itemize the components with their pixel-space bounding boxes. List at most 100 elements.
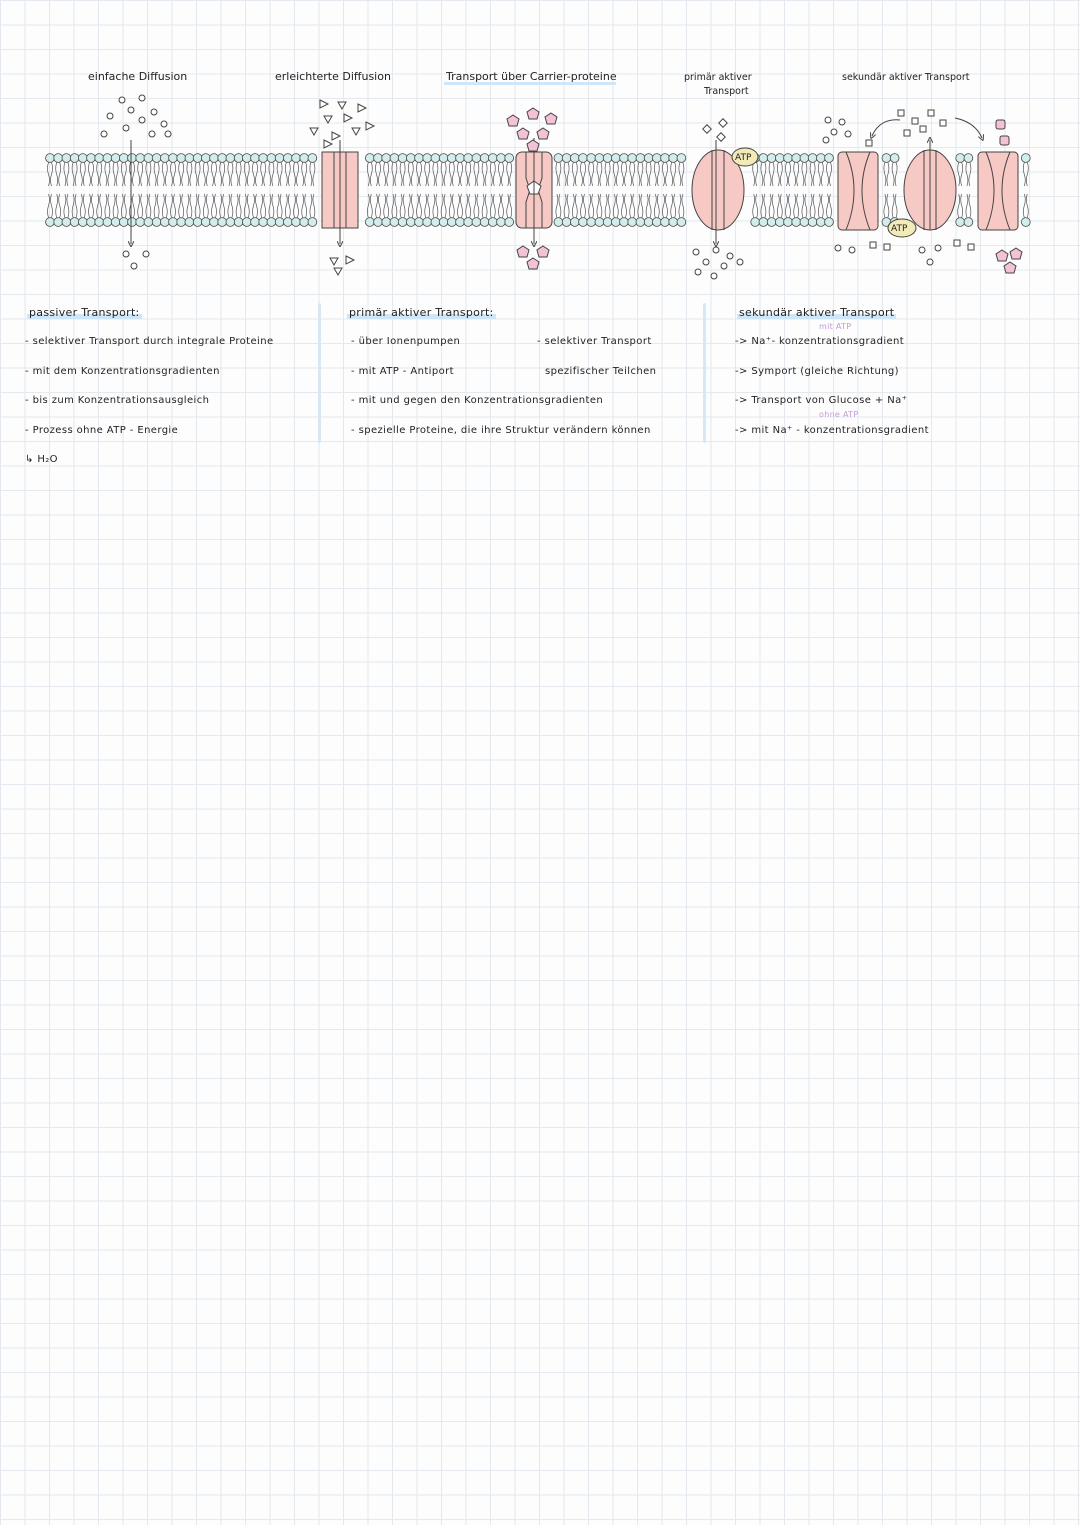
passive-item: - Prozess ohne ATP - Energie [25,424,179,436]
triangle-molecules-facilitated [309,99,376,277]
lipid-tail [268,193,275,218]
lipid-tail [465,193,472,218]
lipid-tail [965,162,972,187]
primary-item: - mit und gegen den Konzentrationsgradie… [351,395,604,406]
lipid-tail [145,193,152,218]
lipid-tail [383,162,390,187]
lipid-tail [768,193,775,218]
lipid-tail [678,162,685,187]
lipid-tail [596,193,603,218]
lipid-head [774,217,785,227]
lipid-tail [366,193,373,218]
lipid-tail [235,162,242,187]
lipid-tail [63,193,70,218]
lipid-head [422,217,433,227]
lipid-tail [489,162,496,187]
lipid-head [1021,217,1031,227]
passive-item: - mit dem Konzentrationsgradienten [25,365,220,377]
lipid-head [225,217,236,227]
lipid-tail [375,193,381,218]
lipid-head [405,153,416,163]
lipid-head [643,153,654,163]
lipid-tail [793,193,800,218]
lipid-head [791,153,801,163]
lipid-head [86,153,96,163]
lipid-tail [186,162,193,187]
lipid-head [274,153,285,163]
lipid-head [471,217,482,227]
lipid-head [824,153,834,163]
lipid-tail [817,193,824,218]
lipid-head [815,217,826,227]
secondary-item: -> mit Na⁺ - konzentrationsgradient [735,424,929,436]
lipid-head [446,153,457,163]
lipid-tail [776,193,783,218]
lipid-tail [817,162,824,187]
lipid-tail [153,193,160,218]
lipid-tail [612,193,619,218]
lipid-head [824,217,834,227]
lipid-tail [563,162,570,187]
lipid-head [594,217,605,227]
lipid-head [78,217,88,227]
lipid-tail [194,193,201,218]
lipid-head [45,153,55,163]
lipid-head [151,217,162,227]
lipid-tail [96,162,103,187]
lipid-head [668,153,678,163]
lipid-head [184,217,195,227]
lipid-tail [260,193,267,218]
lipid-head [397,153,408,163]
lipid-tail [284,193,291,218]
secondary-item: -> Symport (gleiche Richtung) [735,365,899,377]
symporter-protein-2 [977,151,1019,231]
passive-heading: passiver Transport: [27,306,142,319]
lipid-tail [63,162,70,187]
lipid-tail [416,193,422,218]
lipid-head [561,153,572,163]
atp-badge-secondary: ATP [887,218,917,238]
primary-item: - über Ionenpumpen - selektiver Transpor… [351,336,652,347]
svg-text:ATP: ATP [735,153,752,163]
label-primary-active-2: Transport [703,86,749,97]
lipid-tail [481,193,488,218]
lipid-tail [391,162,398,187]
lipid-head [553,217,564,227]
lipid-tail [243,193,250,218]
label-secondary-active: sekundär aktiver Transport [842,72,970,83]
lipid-head [414,217,424,227]
lipid-head [110,153,121,163]
lipid-head [774,153,785,163]
lipid-tail [391,193,398,218]
lipid-tail [571,193,578,218]
note-without-atp: ohne ATP [819,410,859,419]
lipid-tail [440,193,447,218]
lipid-head [373,217,383,227]
lipid-head [119,153,129,163]
lipid-head [610,153,621,163]
lipid-tail [186,193,193,218]
lipid-head [110,217,121,227]
lipid-head [594,153,605,163]
passive-item: ↳ H₂O [25,454,58,465]
lipid-tail [809,193,816,218]
lipid-tail [293,193,299,218]
lipid-tail [457,193,463,218]
label-highlight [444,82,616,85]
lipid-head [487,153,498,163]
primary-heading: primär aktiver Transport: [347,306,496,319]
lipid-head [209,153,219,163]
lipid-head [627,217,637,227]
lipid-tail [399,162,406,187]
lipid-head [389,217,400,227]
lipid-head [963,217,974,227]
lipid-tail [161,193,168,218]
lipid-head [143,153,154,163]
lipid-head [651,153,662,163]
lipid-tail [112,162,119,187]
lipid-tail [1022,193,1029,218]
lipid-head [430,217,441,227]
lipid-head [176,153,187,163]
lipid-head [119,217,129,227]
lipid-head [610,217,621,227]
